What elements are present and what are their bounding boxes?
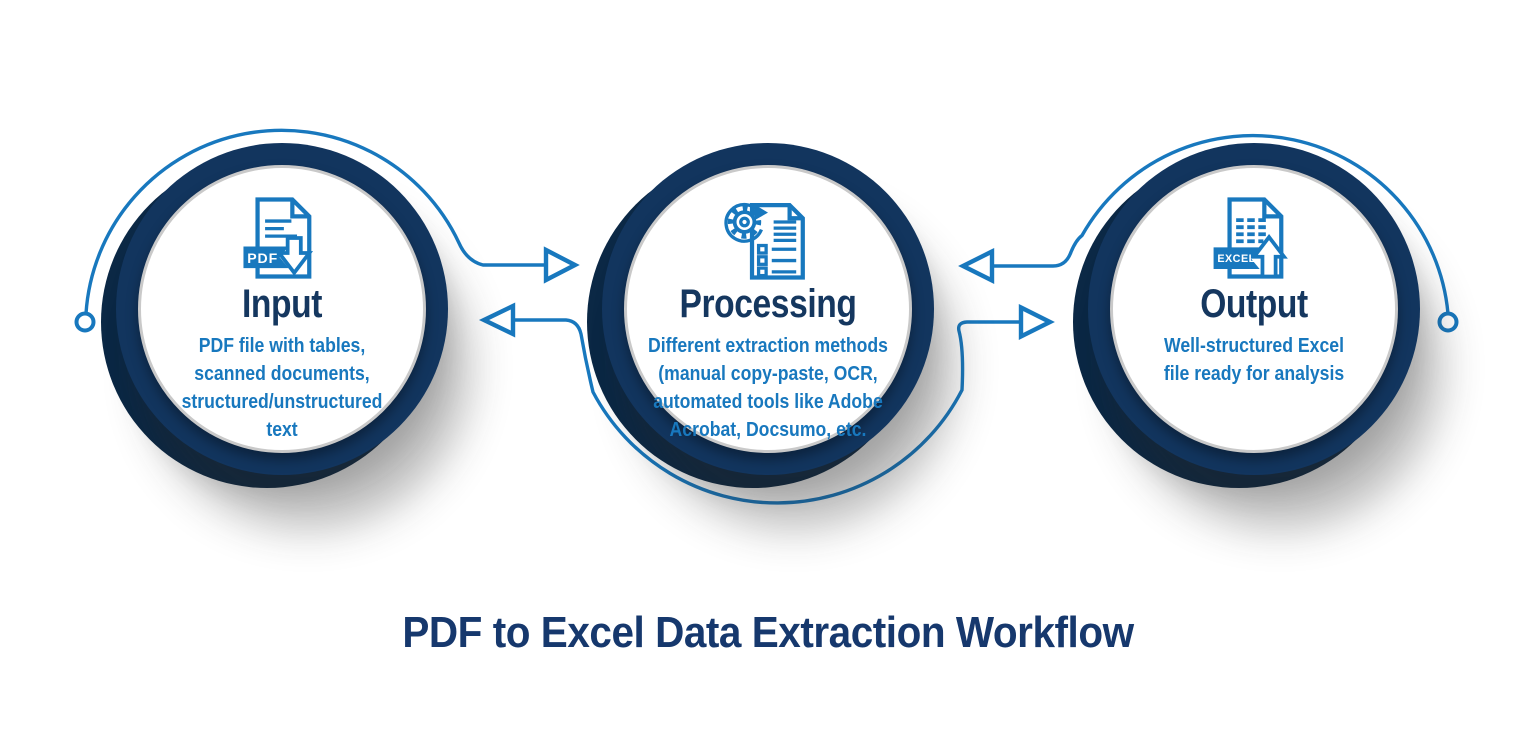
input-description: PDF file with tables, scanned documents,… — [181, 334, 383, 441]
processing-description: Different extraction methods (manual cop… — [647, 334, 888, 441]
processing-face: Processing Different extraction methods … — [624, 165, 912, 453]
input-top-arc — [84, 128, 546, 314]
node-input: PDF Input PDF file with tables, scanned … — [101, 143, 448, 488]
node-output: EXCEL Output Well-structured Excel file … — [1073, 143, 1420, 488]
output-top-arc — [992, 133, 1450, 314]
input-heading: Input — [241, 282, 322, 326]
diagram-title: PDF to Excel Data Extraction Workflow — [402, 608, 1134, 657]
processing-bottom-arc — [513, 318, 1021, 505]
output-face: EXCEL Output Well-structured Excel file … — [1110, 165, 1398, 453]
processing-heading: Processing — [679, 282, 857, 326]
output-description: Well-structured Excel file ready for ana… — [1163, 334, 1345, 385]
pdf-document-icon: PDF — [243, 197, 314, 279]
output-heading: Output — [1200, 282, 1308, 326]
start-ring-icon — [74, 311, 96, 333]
input-to-processing-arrowhead-icon — [543, 246, 580, 284]
processing-to-input-arrowhead-icon — [478, 302, 516, 338]
input-face: PDF Input PDF file with tables, scanned … — [138, 165, 426, 453]
output-to-processing-arrowhead-icon — [958, 247, 995, 285]
pdf-badge: PDF — [247, 250, 278, 266]
processing-to-output-arrowhead-icon — [1018, 303, 1055, 341]
end-ring-icon — [1437, 311, 1459, 333]
excel-badge: EXCEL — [1217, 253, 1255, 265]
node-processing: Processing Different extraction methods … — [587, 143, 934, 488]
gear-checklist-document-icon — [724, 202, 805, 280]
excel-document-icon: EXCEL — [1213, 197, 1288, 279]
